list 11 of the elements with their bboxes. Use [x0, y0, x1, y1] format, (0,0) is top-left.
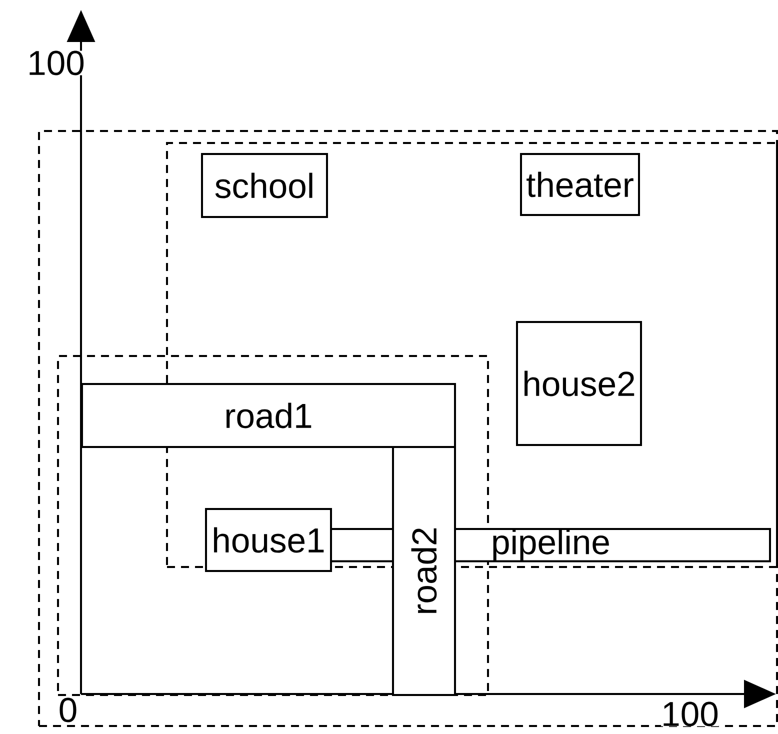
road-strip: road1 [81, 383, 456, 448]
road-strip: road2 [392, 446, 456, 696]
axis-label: 0 [58, 698, 78, 722]
dashed-region [38, 130, 778, 727]
axis-label: 100 [27, 50, 85, 76]
axis-label: 100 [661, 702, 719, 726]
building-box: house2 [516, 321, 642, 446]
building-box: house1 [205, 508, 332, 572]
building-box: school [201, 153, 328, 218]
dashed-region [57, 355, 489, 696]
building-box: theater [520, 153, 640, 216]
